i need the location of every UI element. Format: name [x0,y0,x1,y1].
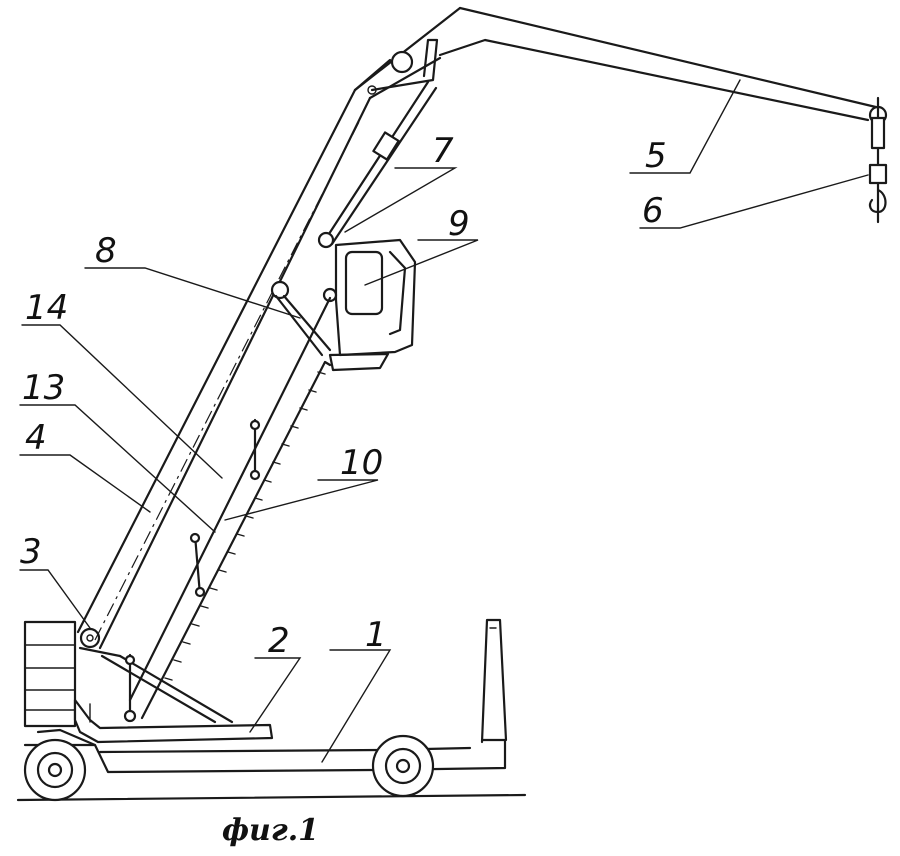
label-7: 7 [432,131,454,171]
hook [868,96,888,224]
label-3: 3 [20,532,42,572]
operator-cab [328,238,417,372]
figure-caption: фиг.1 [222,813,319,848]
top-sheave [367,38,439,95]
hydraulic-cylinder [317,80,438,249]
label-1: 1 [365,615,387,655]
boom-pivot [78,627,234,724]
ladder-beam [128,296,332,720]
label-5: 5 [645,136,667,176]
front-wheel [23,738,87,802]
jib-arm [438,6,888,125]
platform [73,698,274,744]
main-boom [76,6,462,650]
label-14: 14 [25,288,68,328]
tie-rods [123,418,261,723]
leader-lines [19,79,869,763]
counterweight [23,620,77,728]
part-labels: 1 2 3 4 5 6 7 8 9 10 13 14 [20,131,667,661]
label-10: 10 [340,443,383,483]
label-2: 2 [268,621,290,661]
rear-wheel [371,734,435,798]
label-6: 6 [642,191,664,231]
cab-strut [270,280,338,357]
label-9: 9 [448,204,470,244]
label-13: 13 [22,368,65,408]
ground [16,793,527,802]
label-4: 4 [25,418,47,458]
label-8: 8 [95,231,117,271]
